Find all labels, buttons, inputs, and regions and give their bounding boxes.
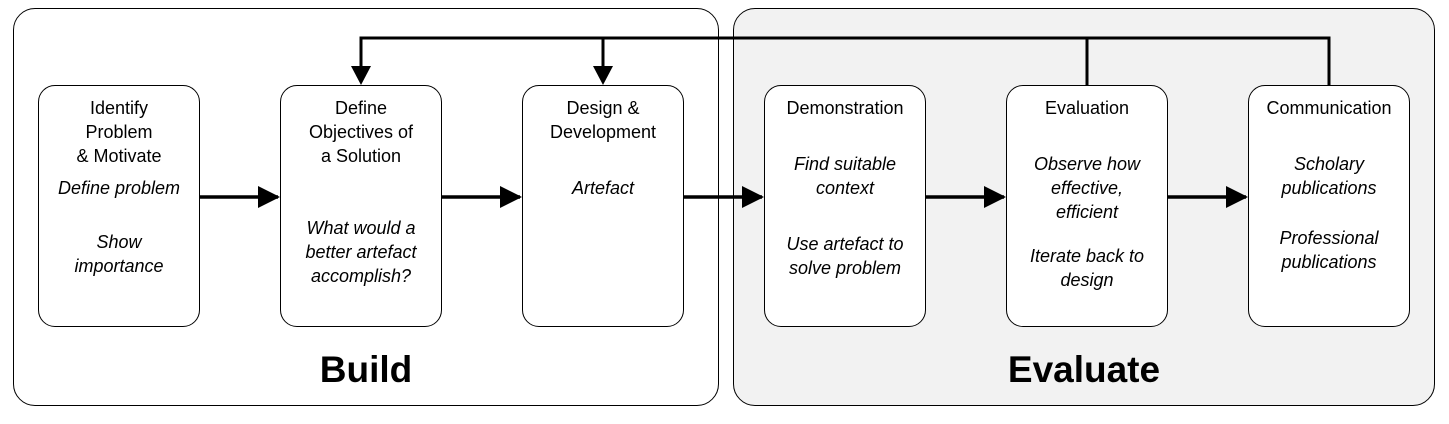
step-activity: Show importance: [74, 232, 164, 276]
step-design-development: Design & Development Artefact: [522, 85, 684, 327]
step-communication: Communication Scholary publications Prof…: [1248, 85, 1410, 327]
step-title: Demonstration: [786, 98, 904, 118]
step-title: Define Objectives of a Solution: [308, 98, 414, 166]
step-activity: Observe how effective, efficient: [1033, 154, 1141, 222]
step-evaluation: Evaluation Observe how effective, effici…: [1006, 85, 1168, 327]
step-title: Evaluation: [1044, 98, 1130, 118]
step-activity: Define problem: [57, 178, 181, 198]
step-activity: Iterate back to design: [1029, 246, 1145, 290]
step-activity: Professional publications: [1279, 228, 1379, 272]
step-title: Identify Problem & Motivate: [76, 98, 162, 166]
step-identify-problem: Identify Problem & Motivate Define probl…: [38, 85, 200, 327]
evaluate-phase-title: Evaluate: [1007, 349, 1161, 390]
step-define-objectives: Define Objectives of a Solution What wou…: [280, 85, 442, 327]
step-demonstration: Demonstration Find suitable context Use …: [764, 85, 926, 327]
step-activity: Use artefact to solve problem: [786, 234, 904, 278]
build-phase-title: Build: [319, 349, 413, 390]
step-title: Communication: [1266, 98, 1392, 118]
step-activity: Artefact: [571, 178, 635, 198]
step-activity: Scholary publications: [1281, 154, 1377, 198]
step-title: Design & Development: [549, 98, 657, 142]
step-activity: What would a better artefact accomplish?: [305, 218, 417, 286]
step-activity: Find suitable context: [793, 154, 897, 198]
